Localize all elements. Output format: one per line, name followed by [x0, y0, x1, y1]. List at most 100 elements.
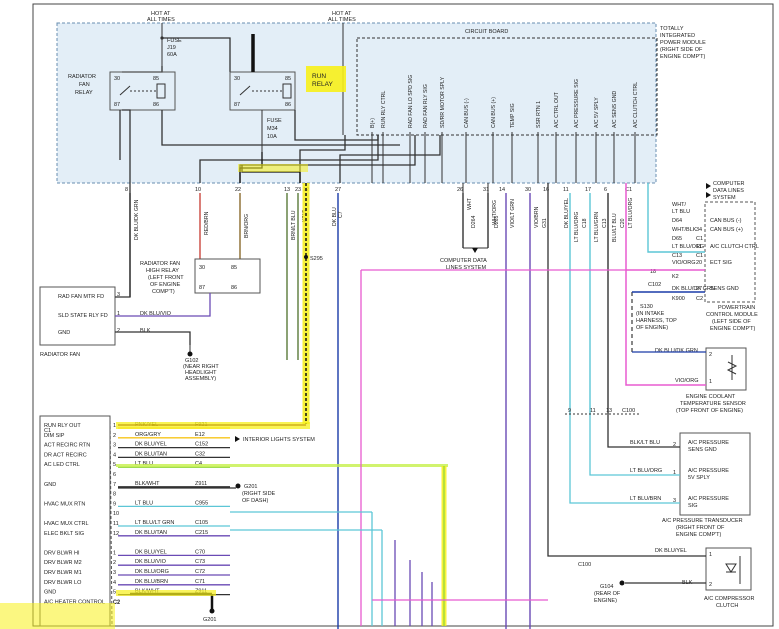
wire-ckt-label: G31 [542, 218, 548, 228]
svg-text:S130: S130 [640, 304, 653, 310]
hvac-pin: C2 [113, 599, 120, 605]
svg-text:SYSTEM: SYSTEM [713, 195, 736, 201]
cb-signal-label: A/C PRESSURE SIG [574, 79, 580, 128]
hvac-row-label: DRV BLWR M2 [44, 560, 82, 566]
circuit-board-label: CIRCUIT BOARD [465, 29, 508, 35]
wire-ckt-label: D265 [494, 215, 500, 228]
radiator-fan-row-label: RAD FAN MTR FD [58, 294, 104, 300]
power-module-title: TOTALLY INTEGRATED POWER MODULE (RIGHT S… [660, 26, 706, 60]
cb-signal-label: CAN BUS (-) [464, 98, 470, 128]
radiator-fan-pin: 3 [117, 292, 120, 298]
hvac-row-label: DRV BLWR LO [44, 580, 82, 586]
wire-ckt-label: C7 [338, 211, 344, 218]
svg-text:9: 9 [568, 408, 571, 414]
cb-signal-label: CAN BUS (+) [491, 97, 497, 128]
cb-signal-label: RAD FAN RLY SIG [423, 84, 429, 128]
svg-text:HIGH RELAY: HIGH RELAY [146, 268, 179, 274]
hvac-wire: DK BLU/TAN [135, 530, 167, 536]
svg-text:86: 86 [231, 285, 237, 291]
wire-color-label: BLU/LT BLU [612, 213, 618, 242]
pcm-wire: D65 [672, 236, 682, 242]
ac-clutch-title: A/C COMPRESSOR CLUTCH [704, 596, 754, 609]
svg-text:2: 2 [709, 352, 712, 358]
svg-text:OF DASH): OF DASH) [242, 498, 268, 504]
wire-color-label: WHT [467, 197, 473, 210]
module-pin-label: 6 [604, 187, 607, 193]
hvac-row-label: HVAC MUX RTN [44, 501, 85, 507]
svg-text:60A: 60A [167, 52, 177, 58]
hvac-pin: 10 [113, 511, 119, 517]
hvac-circuit: Z911 [195, 481, 207, 487]
svg-text:(LEFT SIDE OF: (LEFT SIDE OF [712, 319, 751, 325]
svg-text:85: 85 [153, 76, 159, 82]
hvac-pin: 5 [113, 590, 116, 596]
module-pin-label: 22 [235, 187, 241, 193]
svg-text:J19: J19 [167, 45, 176, 51]
svg-text:86: 86 [285, 102, 291, 108]
arrow-icon [235, 436, 240, 442]
svg-text:G104: G104 [600, 584, 613, 590]
hot-at-all-times-2: HOT AT ALL TIMES [328, 11, 356, 23]
svg-text:HARNESS, TOP: HARNESS, TOP [636, 318, 677, 324]
hvac-row-label: DRV BLWR HI [44, 550, 80, 556]
hvac-circuit: C70 [195, 549, 205, 555]
hvac-row-label: DIM SIP [44, 433, 65, 439]
svg-text:G201: G201 [244, 484, 257, 490]
radiator-fan-high-relay-label: RADIATOR FAN HIGH RELAY (LEFT FRONT OF E… [140, 261, 184, 295]
svg-text:CLUTCH: CLUTCH [716, 603, 738, 609]
hvac-row-label: DRV BLWR M1 [44, 570, 82, 576]
svg-text:COMPUTER: COMPUTER [713, 181, 745, 187]
circuit-board-box [356, 37, 658, 136]
pcm-wire: K900 [672, 296, 685, 302]
cb-signal-label: SD/RR MOTOR SPLY [440, 76, 446, 128]
svg-text:(NEAR RIGHT: (NEAR RIGHT [183, 364, 219, 370]
svg-text:ASSEMBLY): ASSEMBLY) [185, 376, 216, 382]
radiator-fan-row-label: SLD STATE RLY FD [58, 313, 108, 319]
run-relay-label: RUN RELAY [312, 73, 333, 88]
pcm-wire: DK BLU/DK GRN [672, 286, 715, 292]
svg-text:RADIATOR FAN: RADIATOR FAN [140, 261, 180, 267]
svg-text:RELAY: RELAY [75, 90, 93, 96]
svg-text:LINES SYSTEM: LINES SYSTEM [446, 265, 486, 271]
svg-text:HEADLIGHT: HEADLIGHT [185, 370, 217, 376]
radiator-fan-relay [109, 71, 176, 111]
svg-text:ALL TIMES: ALL TIMES [328, 17, 356, 23]
hvac-row-label: DR ACT RECIRC [44, 452, 87, 458]
hvac-row-label: GND [44, 590, 56, 596]
splice-s295: S295 [310, 256, 323, 262]
module-pin-label: C1 [625, 187, 632, 193]
run-relay-highlight [306, 66, 346, 92]
hvac-wire: DK BLU/YEL [135, 549, 167, 555]
pcm-pin: 20 [696, 260, 702, 266]
pcm-wire: LT BLU [672, 209, 690, 215]
cb-signal-label: RAD FAN LO SPD SIG [408, 75, 414, 128]
hvac-circuit: C71 [195, 579, 205, 585]
interior-lights-label: INTERIOR LIGHTS SYSTEM [243, 437, 315, 443]
svg-text:30: 30 [234, 76, 240, 82]
computer-data-lines-arrow: COMPUTER DATA LINES SYSTEM [440, 183, 489, 271]
ac-pressure-title: A/C PRESSURE TRANSDUCER (RIGHT FRONT OF … [662, 518, 743, 538]
svg-text:G201: G201 [203, 617, 216, 623]
svg-text:ALL TIMES: ALL TIMES [147, 17, 175, 23]
svg-text:86: 86 [153, 102, 159, 108]
hot-at-all-times-1: HOT AT ALL TIMES [147, 11, 175, 23]
module-pin-label: 27 [335, 187, 341, 193]
module-pin-label: 30 [525, 187, 531, 193]
wire-color-label: DK BLU [332, 207, 338, 226]
pcm-wire: C13 [672, 253, 682, 259]
lower-wires [230, 269, 626, 626]
svg-text:30: 30 [199, 265, 205, 271]
svg-text:1: 1 [709, 552, 712, 558]
svg-text:10A: 10A [267, 134, 277, 140]
module-pin-label: 31 [483, 187, 489, 193]
module-pin-label: 10 [195, 187, 201, 193]
g201-ground-2: G201 [203, 608, 216, 623]
svg-text:(IN INTAKE: (IN INTAKE [636, 311, 665, 317]
hvac-connector-c1: C1 [44, 428, 51, 434]
svg-text:HOT AT: HOT AT [332, 11, 352, 17]
pcm-pin: C2 [696, 296, 703, 302]
g104-ground: G104 (REAR OF ENGINE) [594, 580, 625, 604]
